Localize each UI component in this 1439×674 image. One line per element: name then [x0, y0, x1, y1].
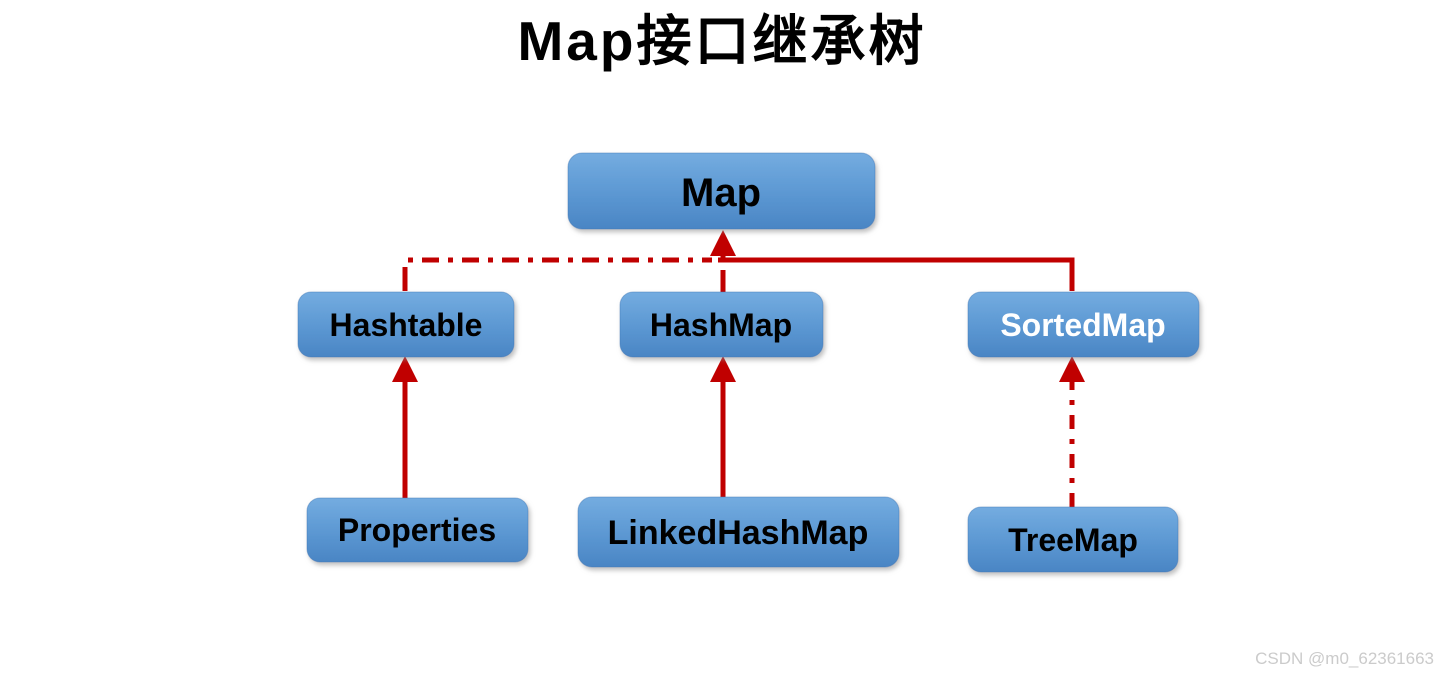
- arrowhead-into-hashmap: [710, 356, 736, 382]
- node-sortedmap-label: SortedMap: [1000, 307, 1165, 343]
- node-hashmap-label: HashMap: [650, 307, 792, 343]
- node-treemap-box: [967, 506, 1179, 573]
- node-hashtable-box: [297, 291, 515, 358]
- node-treemap: TreeMap: [967, 506, 1179, 573]
- node-hashtable: Hashtable: [297, 291, 515, 358]
- arrowhead-into-hashtable: [392, 356, 418, 382]
- node-properties-box: [306, 497, 529, 563]
- node-linkedhashmap-box: [577, 496, 900, 568]
- watermark-text: CSDN @m0_62361663: [1255, 649, 1434, 668]
- arrowhead-into-sortedmap: [1059, 356, 1085, 382]
- node-map-box: [567, 152, 876, 230]
- node-hashmap-box: [619, 291, 824, 358]
- node-hashmap: HashMap: [619, 291, 824, 358]
- node-sortedmap-box: [967, 291, 1200, 358]
- edge-sortedmap-to-map-solid: [718, 257, 1075, 291]
- node-treemap-label: TreeMap: [1008, 522, 1138, 558]
- node-linkedhashmap-label: LinkedHashMap: [608, 514, 869, 552]
- diagram-title: Map接口继承树: [517, 10, 926, 72]
- node-sortedmap: SortedMap: [967, 291, 1200, 358]
- node-hashtable-label: Hashtable: [330, 307, 483, 343]
- node-map-label: Map: [681, 171, 761, 215]
- node-map: Map: [567, 152, 876, 230]
- arrowhead-into-map: [710, 230, 736, 256]
- node-properties: Properties: [306, 497, 529, 563]
- node-properties-label: Properties: [338, 512, 496, 548]
- node-linkedhashmap: LinkedHashMap: [577, 496, 900, 568]
